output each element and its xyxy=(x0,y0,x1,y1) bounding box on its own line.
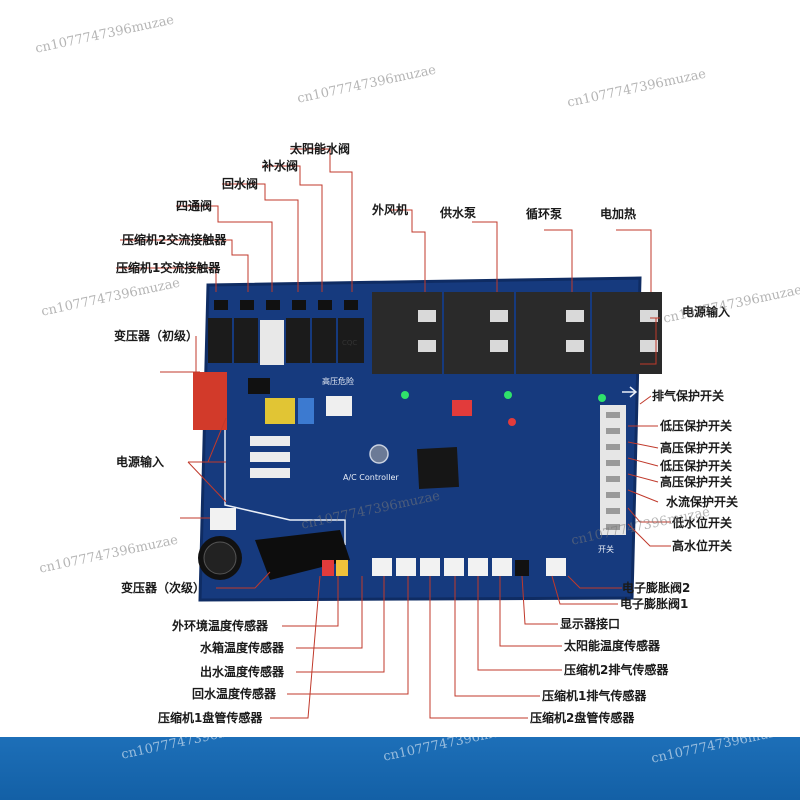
small-relay-5 xyxy=(312,318,336,363)
small-relay-6 xyxy=(338,318,364,363)
label-four-way-valve: 四通阀 xyxy=(176,199,213,213)
blue-capacitor xyxy=(298,398,314,424)
label-comp1-exhaust: 压缩机1排气传感器 xyxy=(542,689,647,703)
label-electric-heat: 电加热 xyxy=(600,207,637,221)
label-comp1-coil: 压缩机1盘管传感器 xyxy=(158,711,263,725)
protection-connector-pins xyxy=(606,412,620,530)
board-text-cqc: CQC xyxy=(342,339,357,347)
led-1 xyxy=(401,391,409,399)
power-section-label-box xyxy=(248,378,270,394)
large-relay-supply xyxy=(444,292,514,374)
large-relay-row xyxy=(372,292,662,374)
led-red xyxy=(508,418,516,426)
large-relay-fan xyxy=(372,292,442,374)
label-comp2-exhaust: 压缩机2排气传感器 xyxy=(564,663,669,677)
label-eev2: 电子膨胀阀2 xyxy=(622,581,691,595)
large-relay-heat xyxy=(592,292,662,374)
label-transformer-primary: 变压器（初级） xyxy=(114,329,199,343)
label-power-input-left: 电源输入 xyxy=(116,455,165,469)
primary-power-terminal xyxy=(193,372,227,430)
board-text-controller: A/C Controller xyxy=(343,473,399,482)
label-high-water: 高水位开关 xyxy=(672,539,733,553)
secondary-connector xyxy=(210,508,236,530)
label-return-temp: 回水温度传感器 xyxy=(192,687,277,701)
label-high-pressure-2: 高压保护开关 xyxy=(660,475,733,489)
board-arrow xyxy=(622,386,638,398)
led-3 xyxy=(504,391,512,399)
label-outdoor-fan: 外风机 xyxy=(372,203,409,217)
label-eev1: 电子膨胀阀1 xyxy=(620,597,689,611)
large-relay-circ xyxy=(516,292,590,374)
label-supply-pump: 供水泵 xyxy=(440,206,477,220)
board-text-high-voltage: 高压危险 xyxy=(322,376,354,386)
heat-sink xyxy=(255,530,350,580)
label-solar-temp: 太阳能温度传感器 xyxy=(564,639,661,653)
dip-switch xyxy=(452,400,472,416)
label-low-water: 低水位开关 xyxy=(672,516,733,530)
bottom-blue-band xyxy=(0,737,800,800)
board-text-switch: 开关 xyxy=(598,544,614,554)
connector-white xyxy=(326,396,352,416)
label-low-pressure-1: 低压保护开关 xyxy=(660,419,733,433)
label-low-pressure-2: 低压保护开关 xyxy=(660,459,733,473)
sensor-connectors xyxy=(322,558,566,576)
filter-capacitor xyxy=(265,398,295,424)
label-makeup-valve: 补水阀 xyxy=(262,159,299,173)
small-relay-row xyxy=(208,318,364,365)
relay-terminals xyxy=(418,310,658,352)
small-relay-1 xyxy=(208,318,232,363)
label-display-port: 显示器接口 xyxy=(560,617,621,631)
label-tank-temp: 水箱温度传感器 xyxy=(200,641,285,655)
label-comp2-contactor: 压缩机2交流接触器 xyxy=(122,233,227,247)
label-outlet-temp: 出水温度传感器 xyxy=(200,665,285,679)
terminal-pads xyxy=(214,300,358,310)
led-5 xyxy=(598,394,606,402)
label-transformer-secondary: 变压器（次级） xyxy=(121,581,206,595)
label-return-valve: 回水阀 xyxy=(222,177,259,191)
label-water-flow: 水流保护开关 xyxy=(666,495,739,509)
label-comp1-contactor: 压缩机1交流接触器 xyxy=(116,261,221,275)
label-high-pressure-1: 高压保护开关 xyxy=(660,441,733,455)
small-relay-2 xyxy=(234,318,258,363)
label-exhaust-protect: 排气保护开关 xyxy=(652,389,725,403)
power-resistors xyxy=(250,436,290,478)
label-power-input-right: 电源输入 xyxy=(682,305,731,319)
small-relay-3 xyxy=(260,320,284,365)
label-circ-pump: 循环泵 xyxy=(526,207,563,221)
label-comp2-coil: 压缩机2盘管传感器 xyxy=(530,711,635,725)
small-relay-4 xyxy=(286,318,310,363)
label-outdoor-temp: 外环境温度传感器 xyxy=(172,619,269,633)
label-solar-valve: 太阳能水阀 xyxy=(290,142,351,156)
potentiometer xyxy=(369,444,389,464)
mcu-chip xyxy=(416,446,460,490)
